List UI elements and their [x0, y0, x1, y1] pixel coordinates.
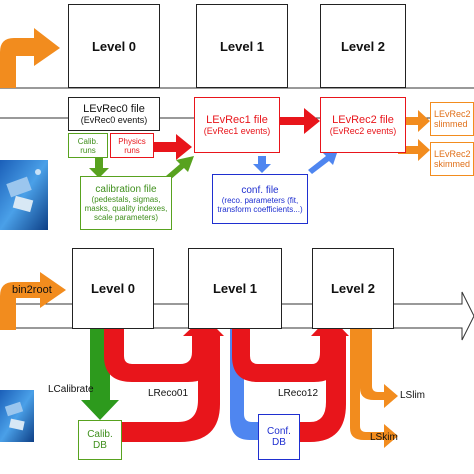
physics-runs-label: Physics runs — [118, 136, 146, 155]
conf-file-title: conf. file — [241, 184, 279, 196]
top-ingest-arrow — [0, 28, 60, 88]
top-level0-box: Level 0 — [68, 4, 160, 88]
lskim-arrow — [350, 329, 398, 448]
calibration-file-title: calibration file — [95, 184, 157, 195]
bottom-ingest-arrow — [0, 272, 66, 330]
bottom-satellite-image — [0, 390, 34, 442]
lreco01-arrow — [104, 316, 224, 382]
top-satellite-image — [0, 160, 48, 230]
lev2-file-sub: (EvRec2 events) — [329, 126, 397, 136]
bin2root-label: bin2root — [12, 284, 52, 296]
conf-db-to-level2-arrow — [300, 336, 346, 442]
calib-runs-label: Calib. runs — [77, 136, 99, 155]
lslim-label: LSlim — [400, 390, 426, 401]
top-red-arrow-lev0-to-lev1 — [150, 134, 192, 160]
calib-runs-box: Calib. runs — [68, 133, 108, 158]
top-level1-label: Level 1 — [219, 38, 265, 54]
lev1-file-title: LEvRec1 file — [206, 114, 268, 126]
lev2-file-box: LEvRec2 file (EvRec2 events) — [320, 97, 406, 153]
skimmed-file-sub: skimmed — [434, 159, 471, 169]
bottom-level0-label: Level 0 — [90, 281, 136, 296]
bottom-level2-label: Level 2 — [330, 281, 376, 296]
skimmed-file-box: LEvRec2 skimmed — [430, 142, 474, 176]
conf-file-box: conf. file (reco. parameters (fit, trans… — [212, 174, 308, 224]
lreco12-label: LReco12 — [278, 388, 319, 399]
calibration-file-box: calibration file (pedestals, sigmas, mas… — [80, 176, 172, 230]
top-green-arrow-calib-runs — [89, 156, 109, 178]
conf-file-sub: (reco. parameters (fit, transform coeffi… — [217, 195, 303, 214]
conf-db-line2: DB — [272, 437, 286, 448]
top-orange-arrow-skimmed — [398, 135, 430, 161]
top-blue-arrow-conf-to-lev2 — [308, 150, 338, 174]
top-level2-label: Level 2 — [340, 38, 386, 54]
bottom-level0-box: Level 0 — [72, 248, 154, 329]
slimmed-file-sub: slimmed — [434, 119, 468, 129]
lskim-label: LSkim — [370, 432, 398, 443]
lcalibrate-label: LCalibrate — [48, 384, 94, 395]
lev2-file-title: LEvRec2 file — [332, 114, 394, 126]
slimmed-file-box: LEvRec2 slimmed — [430, 102, 474, 136]
lev1-file-box: LEvRec1 file (EvRec1 events) — [194, 97, 280, 153]
physics-runs-box: Physics runs — [110, 133, 154, 158]
top-level2-box: Level 2 — [320, 4, 406, 88]
calib-db-line1: Calib. — [87, 429, 113, 440]
calib-db-to-level1-arrow — [122, 336, 220, 442]
conf-db-line1: Conf. — [267, 426, 291, 437]
lev0-file-box: LEvRec0 file (EvRec0 events) — [68, 97, 160, 131]
calib-db-box: Calib. DB — [78, 420, 122, 460]
top-orange-arrow-slimmed — [405, 110, 430, 132]
calibration-file-sub: (pedestals, sigmas, masks, quality index… — [84, 195, 168, 222]
calib-db-line2: DB — [93, 440, 107, 451]
lev0-file-sub: (EvRec0 events) — [80, 115, 148, 125]
skimmed-file-title: LEvRec2 — [434, 149, 471, 159]
lev1-file-sub: (EvRec1 events) — [203, 126, 271, 136]
bottom-level1-label: Level 1 — [212, 281, 258, 296]
conf-db-box: Conf. DB — [258, 414, 300, 460]
bottom-level2-box: Level 2 — [312, 248, 394, 329]
lreco12-arrow — [232, 316, 349, 382]
top-level0-label: Level 0 — [91, 38, 137, 54]
lreco01-label: LReco01 — [148, 388, 189, 399]
top-green-arrow-calib-to-lev1 — [166, 156, 194, 180]
lslim-arrow — [360, 329, 398, 408]
top-red-arrow-lev1-to-lev2 — [276, 108, 320, 134]
top-blue-arrow-lev1-conf — [253, 156, 271, 173]
bottom-level1-box: Level 1 — [188, 248, 282, 329]
slimmed-file-title: LEvRec2 — [434, 109, 471, 119]
lev0-file-title: LEvRec0 file — [83, 103, 145, 115]
top-level1-box: Level 1 — [196, 4, 288, 88]
